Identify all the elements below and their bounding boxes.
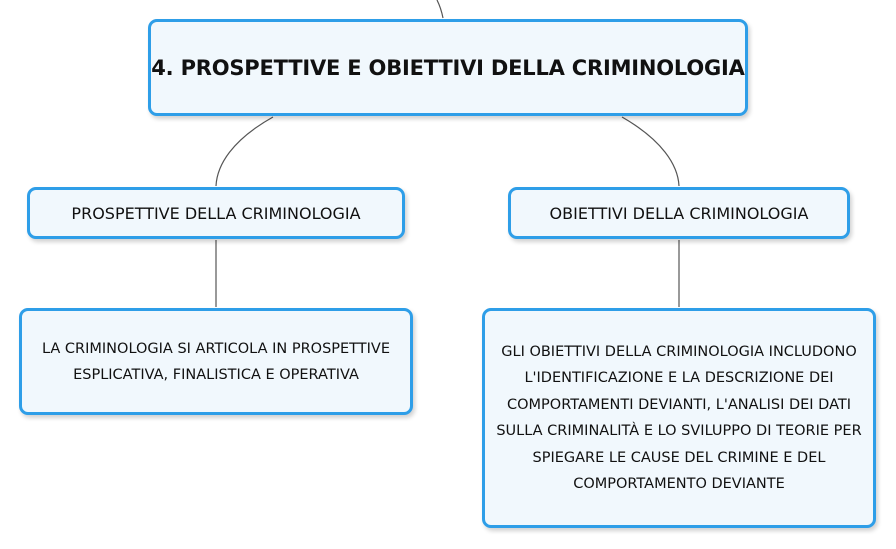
connector-parent-to-root [436, 0, 444, 19]
connector-root-to-obiettivi [621, 116, 680, 187]
root-topic-node[interactable]: 4. PROSPETTIVE E OBIETTIVI DELLA CRIMINO… [148, 19, 748, 116]
topic-node-prospettive[interactable]: PROSPETTIVE DELLA CRIMINOLOGIA [27, 187, 405, 239]
topic-label-prospettive: PROSPETTIVE DELLA CRIMINOLOGIA [71, 203, 361, 223]
subtopic-node-prospettive-detail[interactable]: LA CRIMINOLOGIA SI ARTICOLA IN PROSPETTI… [19, 308, 413, 415]
connector-root-to-prospettive [215, 116, 274, 187]
subtopic-text-prospettive-detail: LA CRIMINOLOGIA SI ARTICOLA IN PROSPETTI… [41, 340, 390, 383]
subtopic-text-obiettivi-detail: GLI OBIETTIVI DELLA CRIMINOLOGIA INCLUDO… [496, 343, 862, 493]
topic-label-obiettivi: OBIETTIVI DELLA CRIMINOLOGIA [549, 203, 809, 223]
topic-node-obiettivi[interactable]: OBIETTIVI DELLA CRIMINOLOGIA [508, 187, 850, 239]
root-topic-label: 4. PROSPETTIVE E OBIETTIVI DELLA CRIMINO… [151, 55, 745, 80]
subtopic-node-obiettivi-detail[interactable]: GLI OBIETTIVI DELLA CRIMINOLOGIA INCLUDO… [482, 308, 876, 528]
